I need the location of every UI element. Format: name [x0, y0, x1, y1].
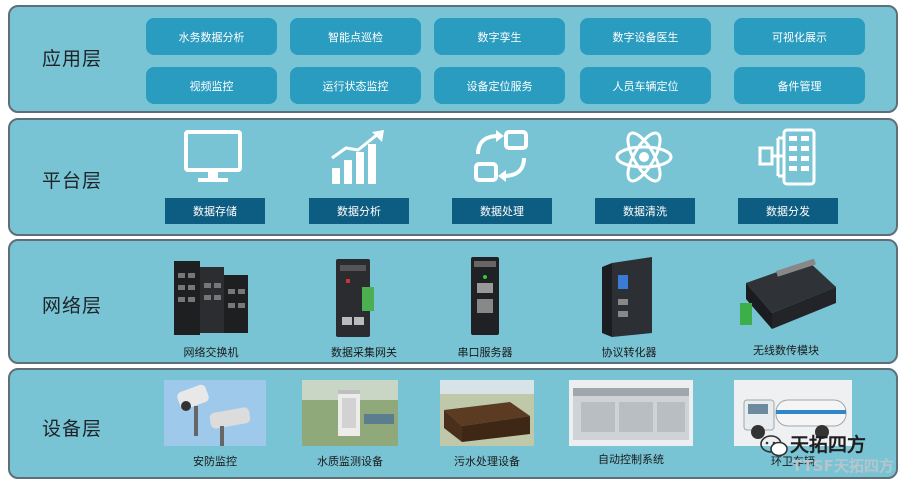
- watermark-text: 天拓四方: [790, 434, 867, 456]
- app-spare-parts[interactable]: 备件管理: [734, 67, 865, 104]
- protocol-converter-device: [602, 257, 652, 337]
- device-label-sewage: 污水处理设备: [454, 455, 520, 468]
- platform-layer: 平台层: [8, 118, 898, 236]
- network-label-wireless-module: 无线数传模块: [753, 344, 819, 357]
- application-layer-title: 应用层: [41, 48, 102, 70]
- bar-chart-icon: [331, 130, 384, 184]
- distribution-icon: [758, 128, 816, 186]
- app-device-location[interactable]: 设备定位服务: [434, 67, 565, 104]
- network-layer-title: 网络层: [41, 295, 102, 317]
- sanitation-truck-photo: [734, 380, 852, 446]
- monitor-icon: [184, 130, 242, 182]
- device-label-security: 安防监控: [193, 455, 237, 468]
- app-digital-device-doctor[interactable]: 数字设备医生: [580, 18, 711, 55]
- plc-system-photo: [569, 380, 693, 446]
- wechat-icon: [760, 435, 788, 457]
- platform-label-analysis[interactable]: 数据分析: [309, 198, 409, 224]
- network-label-serial-server: 串口服务器: [457, 346, 513, 359]
- app-visualization[interactable]: 可视化展示: [734, 18, 865, 55]
- platform-label-processing[interactable]: 数据处理: [452, 198, 552, 224]
- platform-label-cleaning[interactable]: 数据清洗: [595, 198, 695, 224]
- process-icon: [474, 130, 528, 182]
- device-layer-title: 设备层: [41, 418, 102, 440]
- app-personnel-vehicle-location[interactable]: 人员车辆定位: [580, 67, 711, 104]
- network-label-protocol-converter: 协议转化器: [601, 346, 657, 359]
- watermark: 天拓四方 TTSF天拓四方: [760, 428, 900, 478]
- app-video-monitoring[interactable]: 视频监控: [146, 67, 277, 104]
- platform-label-storage[interactable]: 数据存储: [165, 198, 265, 224]
- device-label-plc: 自动控制系统: [598, 453, 664, 466]
- app-water-data-analysis[interactable]: 水务数据分析: [146, 18, 277, 55]
- wireless-module-device: [740, 258, 836, 329]
- application-layer: 应用层 水务数据分析 智能点巡检 数字孪生 数字设备医生 可视化展示 视频监控 …: [8, 5, 898, 113]
- security-camera-photo: [164, 380, 266, 446]
- serial-server-device: [471, 257, 499, 335]
- switch-device: [174, 261, 248, 335]
- gateway-device: [336, 259, 374, 337]
- device-label-truck: 环卫车辆: [771, 455, 815, 468]
- sewage-treatment-photo: [440, 380, 534, 446]
- device-layer: 设备层: [8, 368, 898, 479]
- network-layer: 网络层: [8, 239, 898, 364]
- app-operation-status[interactable]: 运行状态监控: [290, 67, 421, 104]
- network-label-gateway: 数据采集网关: [331, 346, 397, 359]
- network-label-switch: 网络交换机: [183, 346, 239, 359]
- platform-layer-title: 平台层: [41, 170, 102, 192]
- device-label-water-quality: 水质监测设备: [317, 455, 383, 468]
- watermark-sub: TTSF天拓四方: [792, 457, 894, 475]
- app-smart-inspection[interactable]: 智能点巡检: [290, 18, 421, 55]
- water-quality-station-photo: [302, 380, 398, 446]
- atom-icon: [615, 131, 673, 183]
- app-digital-twin[interactable]: 数字孪生: [434, 18, 565, 55]
- platform-label-distribution[interactable]: 数据分发: [738, 198, 838, 224]
